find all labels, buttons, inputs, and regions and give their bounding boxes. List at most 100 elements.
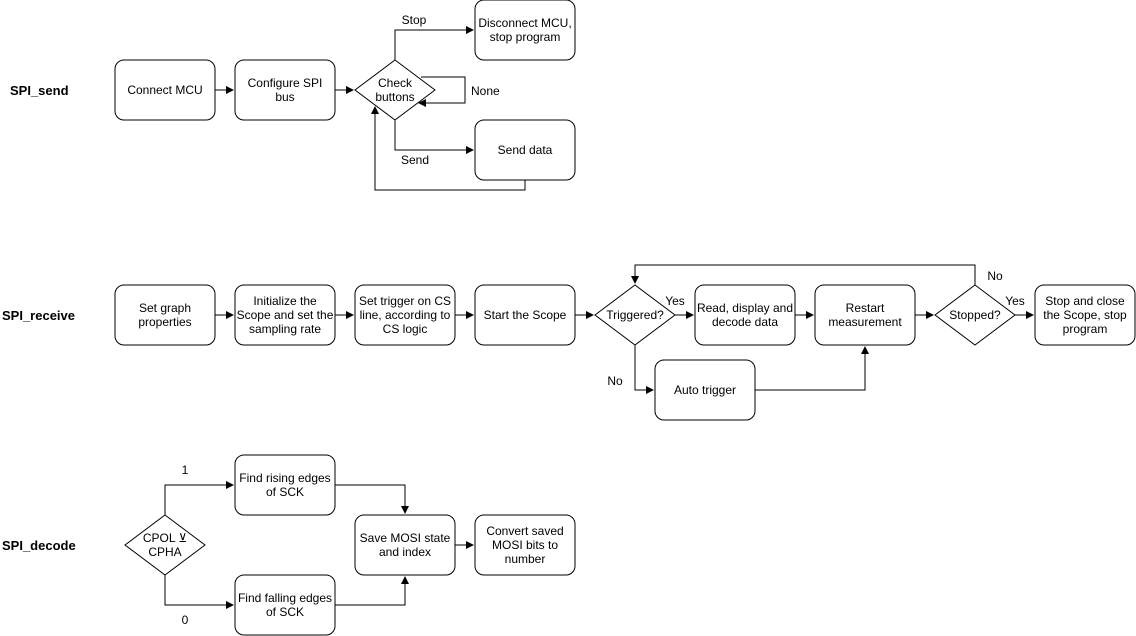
edge-cpol-0-to-falling xyxy=(164,575,234,609)
edge-triggered-no-to-auto xyxy=(634,345,654,394)
node-auto-trigger: Auto trigger xyxy=(654,359,756,421)
edge-auto-to-restart xyxy=(755,346,869,391)
node-label-line: Auto trigger xyxy=(674,383,736,397)
node-start-scope: Start the Scope xyxy=(474,284,576,346)
node-send-data: Send data xyxy=(474,119,576,181)
node-label-line: stop program xyxy=(490,30,561,44)
edge-label-yes-stopped: Yes xyxy=(1005,294,1025,308)
node-label: CPOL ⊻CPHA xyxy=(143,531,187,559)
edge-label-yes-triggered: Yes xyxy=(665,294,685,308)
node-label: Triggered? xyxy=(606,308,664,322)
node-label-line: Set trigger on CS xyxy=(359,294,451,308)
edge-label-1: 1 xyxy=(182,463,189,477)
send-edges xyxy=(215,26,526,191)
node-label-line: sampling rate xyxy=(249,322,321,336)
node-triggered-decision: Triggered? xyxy=(594,284,676,346)
node-label-line: Start the Scope xyxy=(484,308,567,322)
edge-label-no-triggered: No xyxy=(607,374,623,388)
node-label-line: MOSI bits to xyxy=(492,538,558,552)
node-label-line: buttons xyxy=(375,90,414,104)
edge-check-to-disconnect xyxy=(394,26,474,60)
node-label-line: properties xyxy=(138,315,191,329)
node-label: Send data xyxy=(498,143,553,157)
row-label-spi-send: SPI_send xyxy=(10,83,69,98)
node-connect-mcu: Connect MCU xyxy=(114,59,216,121)
node-label: Stopped? xyxy=(949,308,1001,322)
edge-check-to-send-data xyxy=(394,120,474,154)
node-label-line: Send data xyxy=(498,143,553,157)
edge-label-0: 0 xyxy=(182,613,189,627)
node-label: Auto trigger xyxy=(674,383,736,397)
edge-label-stop: Stop xyxy=(402,13,427,27)
edge-cpol-1-to-rising xyxy=(164,481,234,515)
edge-send-data-back-to-check xyxy=(371,106,526,191)
edge-check-none-loop xyxy=(418,76,466,107)
edge-label-no-stopped: No xyxy=(987,269,1003,283)
node-label-line: Triggered? xyxy=(606,308,664,322)
edge-stopped-no-loop xyxy=(631,264,976,285)
node-label-line: Stopped? xyxy=(949,308,1001,322)
node-label-line: Find rising edges xyxy=(239,471,330,485)
node-label-line: Configure SPI xyxy=(248,76,323,90)
node-label-line: Initialize the xyxy=(253,294,317,308)
receive-edges xyxy=(215,264,1034,394)
node-label-line: number xyxy=(505,552,546,566)
row-label-spi-decode: SPI_decode xyxy=(2,538,76,553)
node-cpol-xor-cpha: CPOL ⊻CPHA xyxy=(124,514,206,576)
node-label-line: Save MOSI state xyxy=(360,531,451,545)
node-label: Disconnect MCU,stop program xyxy=(478,16,571,44)
node-label: Connect MCU xyxy=(127,83,202,97)
node-label-line: Convert saved xyxy=(486,524,563,538)
node-label-line: Set graph xyxy=(139,301,191,315)
node-label-line: and index xyxy=(379,545,431,559)
node-label-line: line, according to xyxy=(360,308,451,322)
node-label-line: Restart xyxy=(846,301,885,315)
node-label-line: Scope and set the xyxy=(237,308,334,322)
node-label-line: Read, display and xyxy=(697,301,793,315)
node-label-line: of SCK xyxy=(266,485,304,499)
node-label-line: CS logic xyxy=(383,322,428,336)
node-stopped-decision: Stopped? xyxy=(934,284,1016,346)
node-label-line: decode data xyxy=(712,315,778,329)
node-label-line: CPOL ⊻ xyxy=(143,531,187,545)
edge-falling-to-save xyxy=(335,576,409,606)
node-label-line: the Scope, stop xyxy=(1043,308,1127,322)
node-label-line: bus xyxy=(275,90,294,104)
decode-edges xyxy=(164,481,474,609)
node-label-line: Stop and close xyxy=(1045,294,1125,308)
node-label-line: Check xyxy=(378,76,413,90)
node-label-line: CPHA xyxy=(148,545,181,559)
edge-rising-to-save xyxy=(335,484,409,514)
node-label: Start the Scope xyxy=(484,308,567,322)
node-label-line: of SCK xyxy=(266,605,304,619)
node-label-line: Find falling edges xyxy=(238,591,332,605)
node-disconnect-mcu: Disconnect MCU,stop program xyxy=(474,0,576,61)
node-label-line: measurement xyxy=(828,315,902,329)
edge-label-send: Send xyxy=(401,153,429,167)
node-label-line: program xyxy=(1063,322,1108,336)
